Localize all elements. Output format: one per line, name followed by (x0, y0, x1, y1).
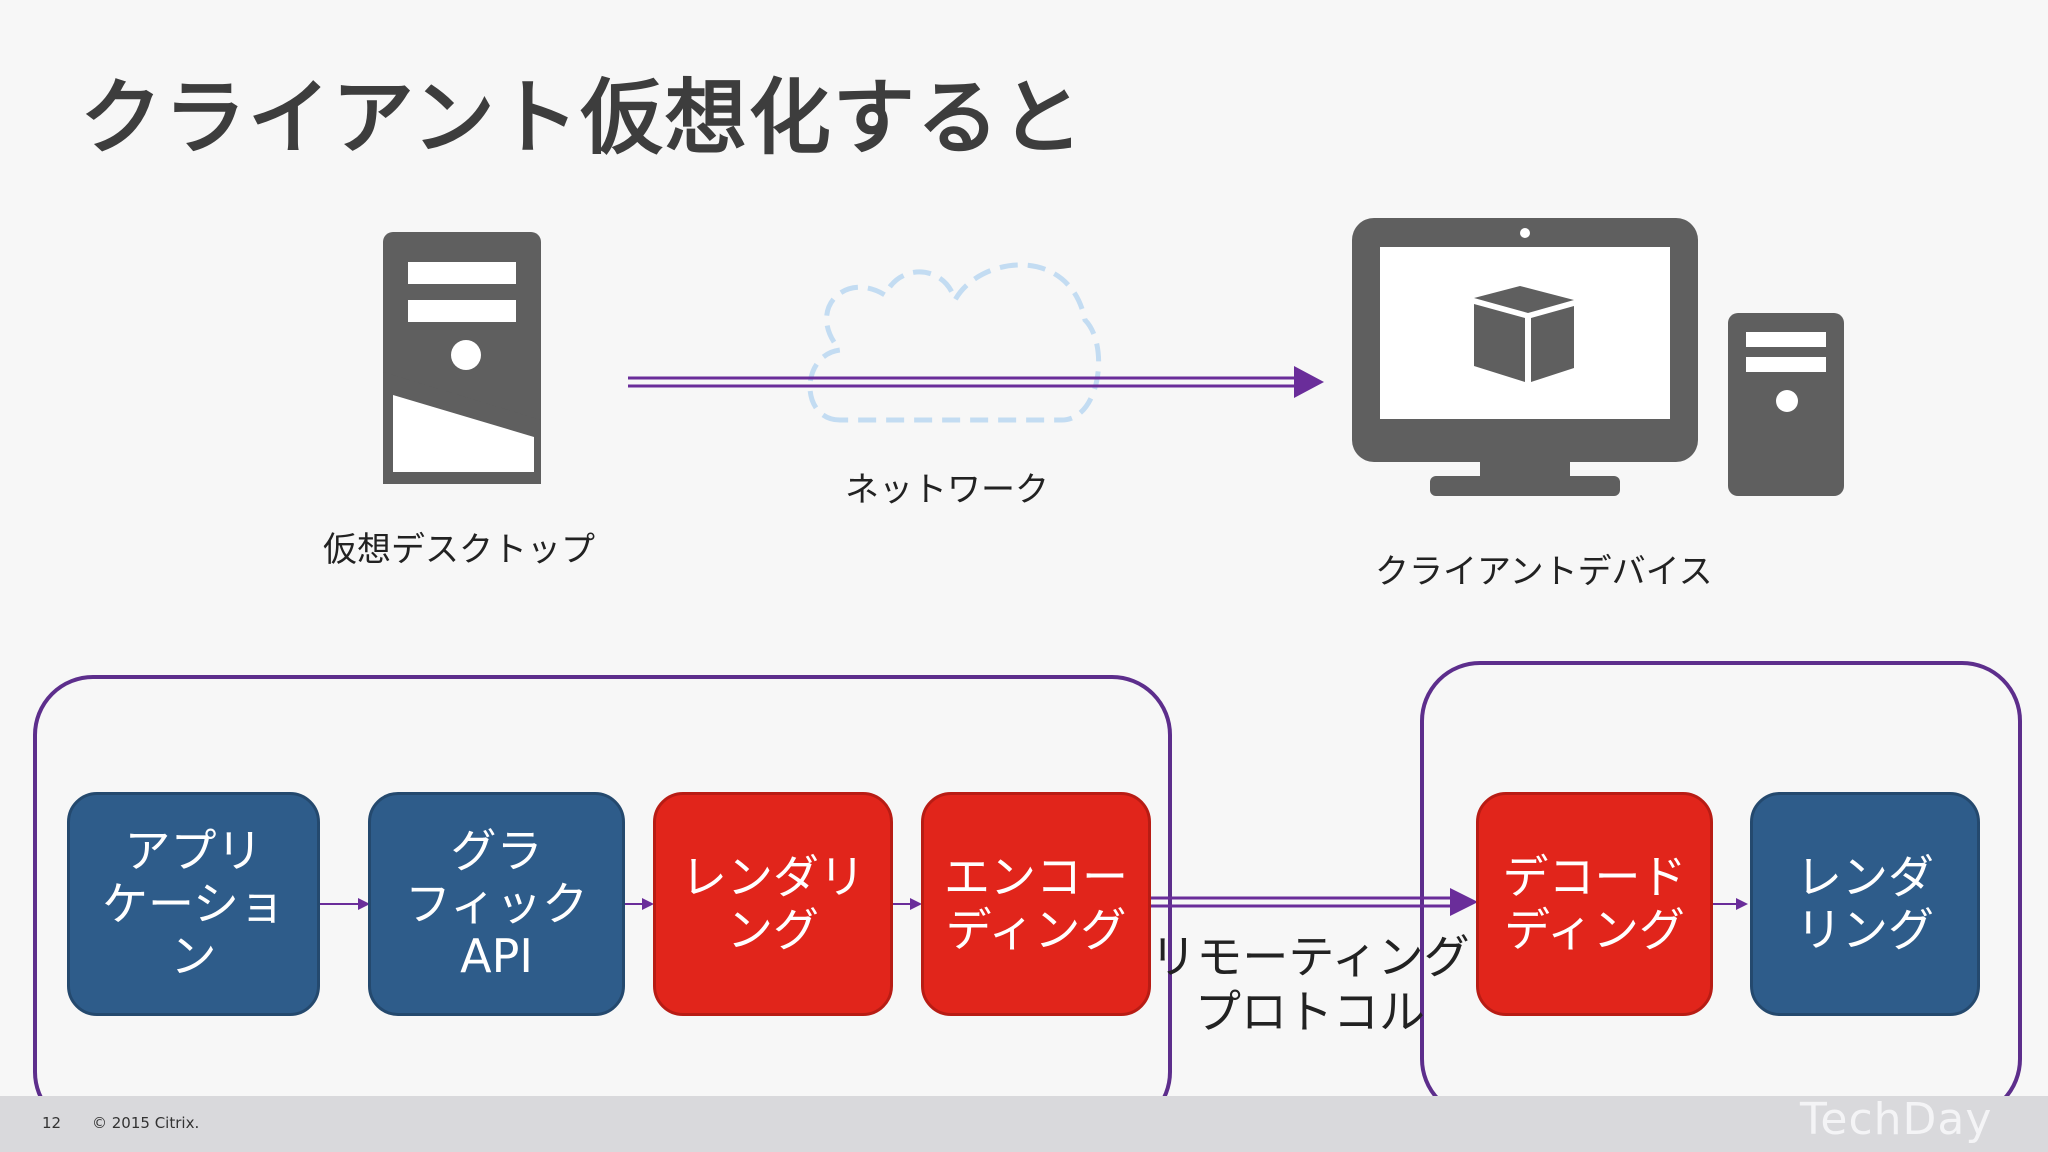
flow-arrow (893, 898, 922, 910)
flow-arrow (1713, 898, 1748, 910)
flow-arrow (625, 898, 654, 910)
cloud-icon (807, 262, 1102, 423)
client-device-label: クライアントデバイス (1375, 552, 1713, 592)
rendering-box: レンダリ ング (653, 792, 893, 1016)
footer-bar (0, 1096, 2048, 1152)
network-label: ネットワーク (845, 470, 1049, 510)
remoting-protocol-label: リモーティング プロトコル (1150, 930, 1470, 1040)
server-icon (383, 232, 541, 484)
cube-icon (1474, 286, 1574, 382)
copyright-text: © 2015 Citrix. (92, 1114, 200, 1132)
client-rendering-label: レンダ リング (1796, 850, 1934, 957)
client-rendering-box: レンダ リング (1750, 792, 1980, 1016)
protocol-arrow (1151, 888, 1478, 916)
page-number: 12 (42, 1114, 62, 1132)
virtual-desktop-label: 仮想デスクトップ (323, 530, 595, 570)
graphics-api-label: グラ フィック API (404, 823, 589, 984)
flow-arrow (320, 898, 370, 910)
tower-pc-icon (1728, 313, 1844, 496)
application-label: アプリ ケーショ ン (101, 823, 286, 984)
techday-logo: TechDay (1800, 1094, 1993, 1145)
encoding-box: エンコー ディング (921, 792, 1151, 1016)
slide-title: クライアント仮想化すると (80, 71, 1085, 166)
rendering-label: レンダリ ング (681, 850, 865, 957)
application-box: アプリ ケーショ ン (67, 792, 320, 1016)
graphics-api-box: グラ フィック API (368, 792, 625, 1016)
encoding-label: エンコー ディング (944, 850, 1128, 957)
decoding-label: デコード ディング (1502, 850, 1687, 957)
monitor-icon (1352, 218, 1698, 496)
network-arrow (628, 366, 1324, 398)
decoding-box: デコード ディング (1476, 792, 1713, 1016)
